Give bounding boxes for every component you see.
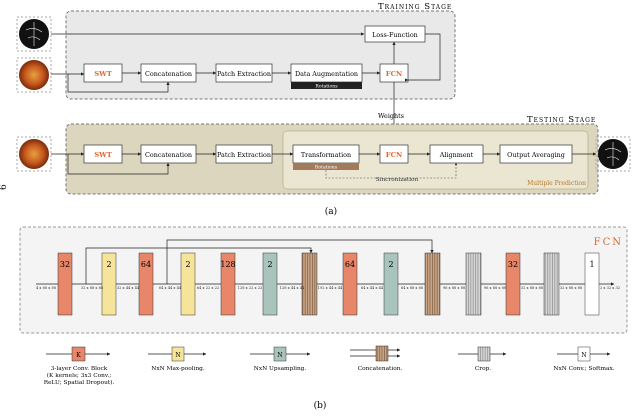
fcn-network: 32 2 64 2 128 2 64 2 32 1 4 x 88 x 88 32 x 88 x 88 3… (36, 239, 620, 316)
dim-label-14: 32 x 88 x 88 (560, 286, 583, 290)
loss-function-label: Loss-Function (372, 31, 418, 39)
testing-stage-title: Testing Stage (527, 115, 596, 125)
legend-conv-text-2: (K kernels; 3x3 Conv.; (47, 372, 112, 379)
dim-label-9: 64 x 44 x 44 (361, 286, 384, 290)
block-label-8: 64 (345, 260, 355, 269)
test-alignment-label: Alignment (439, 151, 474, 159)
train-swt-label: SWT (94, 70, 112, 78)
train-rotations-label: Rotations (315, 84, 338, 90)
train-rotations-bar (291, 82, 362, 89)
crop-block-11 (465, 252, 482, 316)
vessel-mask-image (16, 16, 52, 52)
legend-conv-text-1: 3-layer Conv. Block (51, 366, 108, 372)
legend: K 3-layer Conv. Block (K kernels; 3x3 Co… (44, 345, 615, 386)
fundus-image-test (16, 136, 52, 172)
block-label-3: 64 (141, 260, 151, 269)
conv-block-1 (57, 252, 73, 316)
sync-line (325, 163, 457, 179)
legend-softmax-n: N (581, 352, 586, 359)
output-vessel-image (595, 136, 631, 172)
dim-label-3: 32 x 44 x 44 (117, 286, 140, 290)
train-concat-label: Concatenation (145, 70, 192, 78)
softmax-block-14 (584, 252, 600, 316)
dim-label-12: 96 x 88 x 88 (484, 286, 507, 290)
weights-label: Weights (378, 112, 404, 120)
training-stage-panel (65, 10, 456, 100)
dim-label-15: 2 x 32 x 32 (600, 286, 620, 290)
dim-label-10: 64 x 88 x 88 (401, 286, 424, 290)
crop-block-13 (543, 252, 560, 316)
block-label-9: 2 (388, 260, 393, 269)
block-label-6: 2 (267, 260, 272, 269)
test-concat-label: Concatenation (145, 151, 192, 159)
side-page-number: 6 (0, 184, 9, 190)
train-augment-label: Data Augmentation (295, 70, 358, 78)
multiple-prediction-label: Multiple Prediction (527, 180, 586, 187)
test-swt-label: SWT (94, 151, 112, 159)
test-rotations-label: Rotations (315, 165, 338, 171)
conv-block-12 (505, 252, 521, 316)
legend-concat-symbol (375, 345, 389, 362)
fundus-image-train (16, 57, 52, 93)
dim-label-4: 64 x 44 x 44 (159, 286, 182, 290)
legend-maxpool-n: N (175, 352, 180, 359)
maxpool-block-2 (101, 252, 117, 316)
concat-block-7 (301, 252, 318, 316)
dim-label-1: 4 x 88 x 88 (36, 286, 57, 290)
block-label-2: 2 (106, 260, 111, 269)
maxpool-block-4 (180, 252, 196, 316)
block-label-5: 128 (220, 260, 235, 269)
conv-block-8 (342, 252, 358, 316)
legend-concat-text: Concatenation. (358, 366, 403, 372)
concat-block-10 (424, 252, 441, 316)
test-fcn-label: FCN (386, 151, 402, 159)
block-label-12: 32 (508, 260, 518, 269)
train-fcn-label: FCN (386, 70, 402, 78)
legend-conv-text-3: ReLU; Spatial Dropout). (44, 379, 115, 386)
test-transform-label: Transformation (301, 151, 351, 159)
test-averaging-label: Output Averaging (507, 151, 565, 159)
dim-label-5: 64 x 22 x 22 (197, 286, 219, 290)
training-stage-title: Training Stage (378, 2, 452, 12)
legend-upsample-n: N (277, 352, 282, 359)
skip-connection-1 (85, 247, 313, 284)
upsample-block-6 (262, 252, 278, 316)
block-label-1: 32 (60, 260, 70, 269)
legend-softmax-text: NxN Conv.; Softmax. (553, 366, 614, 372)
dim-label-11: 96 x 88 x 88 (443, 286, 466, 290)
legend-softmax-symbol (577, 346, 591, 362)
test-rotations-bar (293, 163, 359, 170)
dim-label-8: 192 x 44 x 44 (318, 286, 343, 290)
legend-conv-symbol (71, 346, 86, 362)
legend-conv-k: K (76, 352, 81, 359)
training-arrows (51, 32, 441, 93)
block-label-14: 1 (589, 260, 594, 269)
legend-maxpool-symbol (171, 346, 185, 362)
caption-b: (b) (314, 400, 327, 411)
dim-label-13: 32 x 88 x 88 (521, 286, 544, 290)
legend-maxpool-text: NxN Max-pooling. (151, 366, 205, 372)
dim-label-6: 128 x 22 x 22 (238, 286, 263, 290)
testing-arrows (51, 152, 597, 175)
legend-crop-text: Crop. (475, 366, 491, 372)
dim-label-7: 128 x 44 x 44 (280, 286, 305, 290)
legend-upsample-symbol (273, 346, 287, 362)
legend-upsample-text: NxN Upsampling. (254, 366, 307, 372)
block-label-4: 2 (185, 260, 190, 269)
legend-crop-symbol (477, 346, 491, 362)
caption-a: (a) (325, 206, 337, 217)
dim-label-2: 32 x 88 x 88 (81, 286, 104, 290)
train-patch-label: Patch Extraction (217, 70, 271, 78)
fcn-panel-title: FCN (594, 237, 623, 248)
conv-block-3 (138, 252, 154, 316)
test-patch-label: Patch Extraction (217, 151, 271, 159)
upsample-block-9 (383, 252, 399, 316)
sync-label: Sincronization (376, 177, 419, 183)
skip-connection-2 (166, 239, 434, 284)
conv-block-5 (220, 252, 236, 316)
